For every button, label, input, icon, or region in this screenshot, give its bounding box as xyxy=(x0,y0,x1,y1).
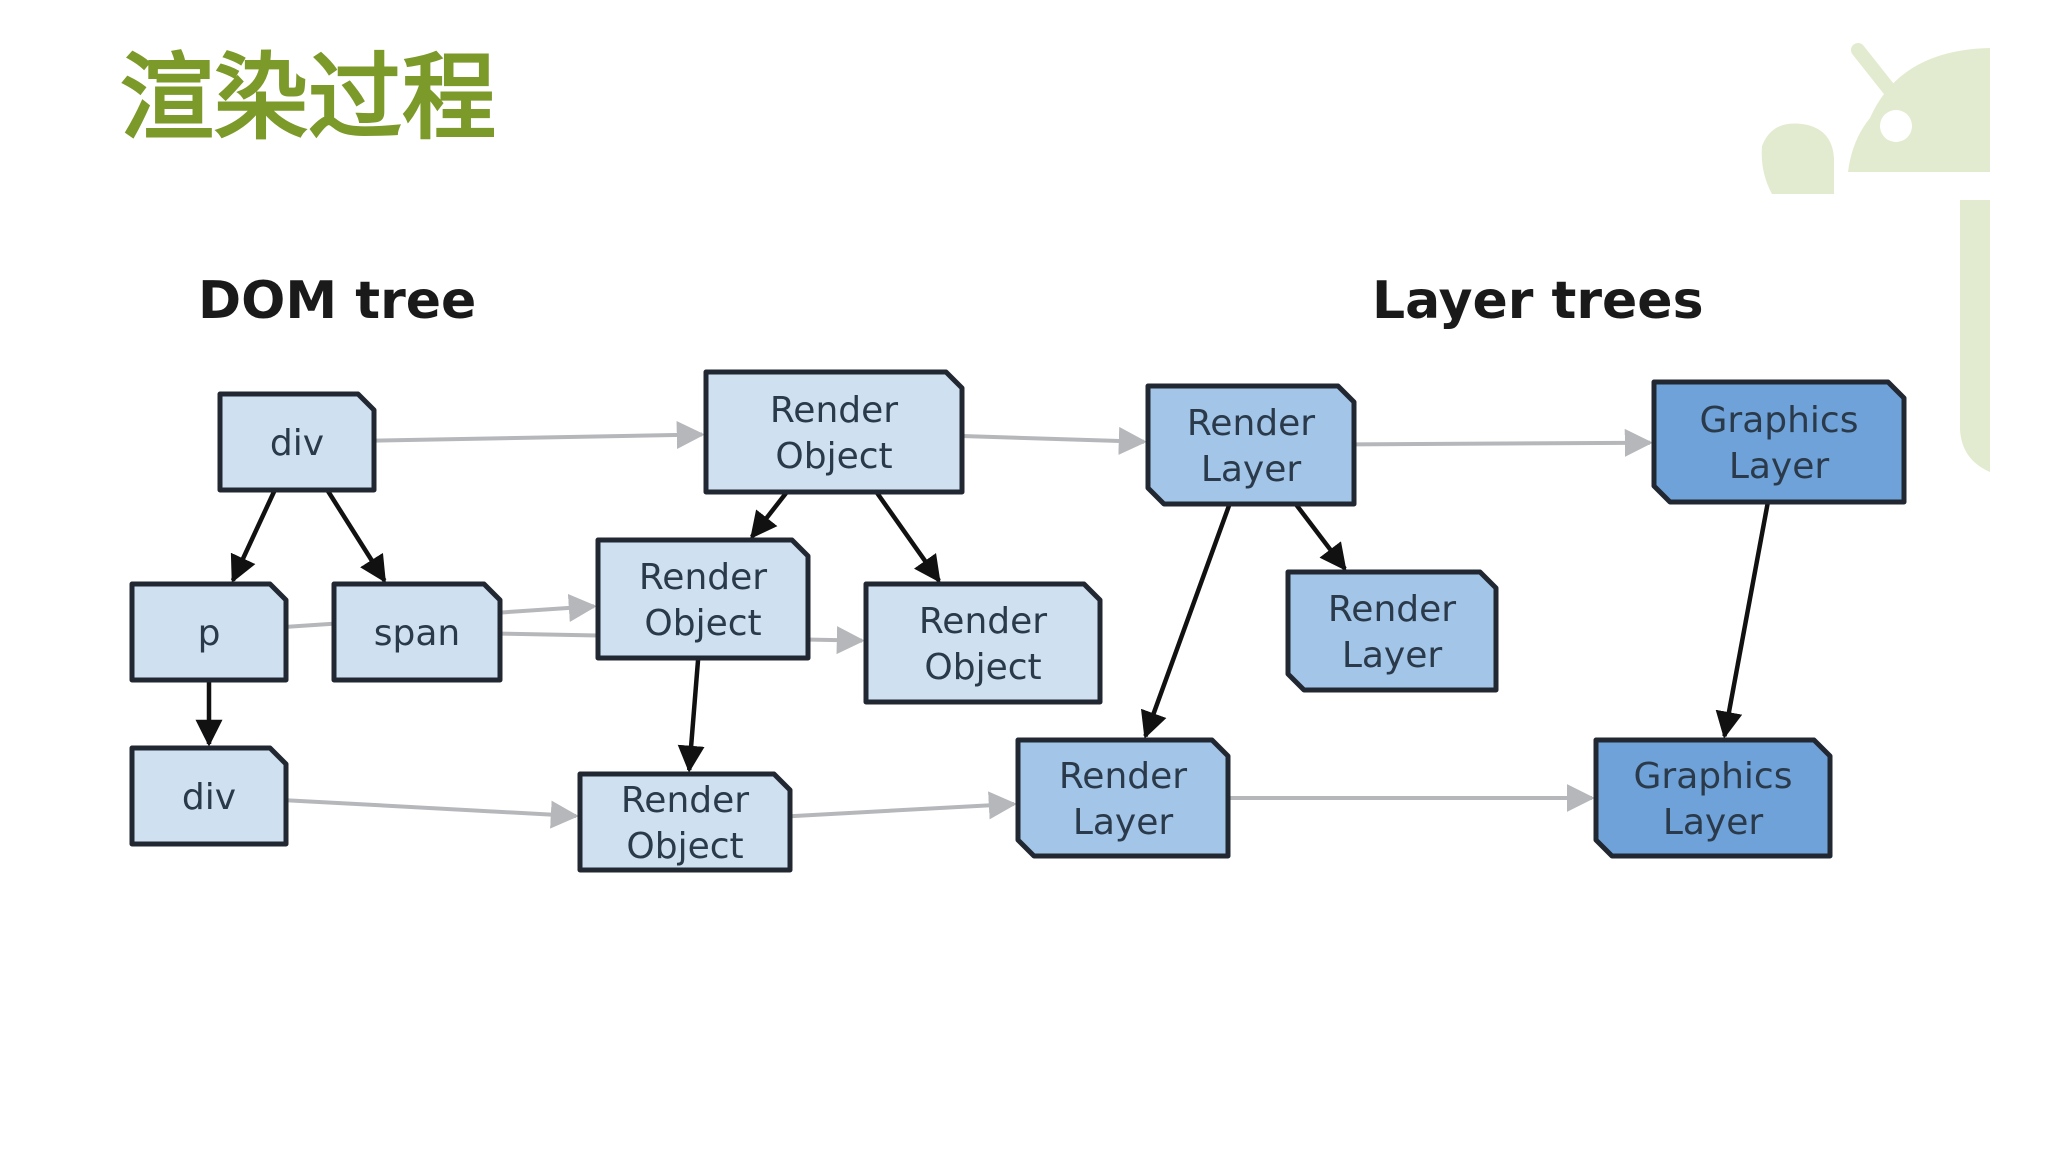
node-box-render-object-left xyxy=(595,537,811,661)
node-box-graphics-layer-root xyxy=(1651,379,1907,505)
mapping-edge-render-object-root-to-render-layer-root xyxy=(961,426,1147,455)
node-label-render-layer-root-line-1: Layer xyxy=(1201,449,1302,490)
node-dom-div-root: div xyxy=(217,391,377,493)
node-label-render-object-root-line-1: Object xyxy=(775,436,892,477)
node-dom-span: span xyxy=(331,581,503,683)
node-label-graphics-layer-bottom-line-0: Graphics xyxy=(1634,756,1793,797)
node-label-render-object-root-line-0: Render xyxy=(770,390,898,431)
node-dom-div-child: div xyxy=(129,745,289,847)
node-label-dom-div-child-line-0: div xyxy=(182,777,236,818)
node-box-dom-div-root xyxy=(217,391,377,493)
node-label-dom-div-root-line-0: div xyxy=(270,423,324,464)
node-label-dom-span-line-0: span xyxy=(374,613,460,654)
mapping-edge-dom-div-root-to-render-object-root xyxy=(373,420,705,449)
node-label-render-object-bottom-line-0: Render xyxy=(621,780,749,821)
node-box-render-object-bottom xyxy=(577,771,793,873)
android-robot-icon xyxy=(1761,43,1990,472)
node-box-dom-span xyxy=(331,581,503,683)
node-box-dom-p xyxy=(129,581,289,683)
tree-edge-render-layer-root-to-render-layer-child xyxy=(1293,502,1347,571)
node-box-graphics-layer-bottom xyxy=(1593,737,1833,859)
node-box-render-object-right xyxy=(863,581,1103,705)
node-label-render-layer-bottom-line-1: Layer xyxy=(1073,802,1174,843)
node-box-render-layer-child xyxy=(1285,569,1499,693)
node-label-render-object-right-line-1: Object xyxy=(924,647,1041,688)
mapping-edge-render-object-bottom-to-render-layer-bottom xyxy=(789,791,1017,820)
node-label-graphics-layer-root-line-1: Layer xyxy=(1729,446,1830,487)
mapping-edge-dom-div-child-to-render-object-bottom xyxy=(285,798,579,829)
node-label-render-layer-child-line-1: Layer xyxy=(1342,635,1443,676)
node-label-render-object-left-line-1: Object xyxy=(644,603,761,644)
node-dom-p: p xyxy=(129,581,289,683)
layer-trees-label: Layer trees xyxy=(1372,271,1704,331)
node-label-render-object-bottom-line-1: Object xyxy=(626,826,743,867)
node-label-render-object-left-line-0: Render xyxy=(639,557,767,598)
node-label-render-layer-child-line-0: Render xyxy=(1328,589,1456,630)
tree-edge-render-object-root-to-render-object-right xyxy=(874,490,941,583)
dom-tree-label: DOM tree xyxy=(198,271,476,331)
node-box-render-layer-root xyxy=(1145,383,1357,507)
mapping-edge-render-layer-root-to-graphics-layer-root xyxy=(1353,428,1653,457)
tree-edge-render-layer-root-to-render-layer-bottom xyxy=(1140,503,1232,739)
slide-title: 渲染过程 xyxy=(120,44,496,153)
tree-edge-dom-div-root-to-dom-span xyxy=(325,488,387,583)
tree-edge-graphics-layer-root-to-graphics-layer-bottom xyxy=(1715,501,1771,739)
node-label-render-object-right-line-0: Render xyxy=(919,601,1047,642)
node-label-render-layer-bottom-line-0: Render xyxy=(1059,756,1187,797)
node-label-graphics-layer-root-line-0: Graphics xyxy=(1700,400,1859,441)
tree-edge-render-object-root-to-render-object-left xyxy=(750,490,789,540)
node-label-dom-p-line-0: p xyxy=(198,613,221,654)
node-label-graphics-layer-bottom-line-1: Layer xyxy=(1663,802,1764,843)
node-label-render-layer-root-line-0: Render xyxy=(1187,403,1315,444)
tree-edge-dom-div-root-to-dom-p xyxy=(230,489,277,583)
node-box-dom-div-child xyxy=(129,745,289,847)
node-box-render-object-root xyxy=(703,369,965,495)
tree-edge-render-object-left-to-render-object-bottom xyxy=(677,657,705,773)
node-box-render-layer-bottom xyxy=(1015,737,1231,859)
